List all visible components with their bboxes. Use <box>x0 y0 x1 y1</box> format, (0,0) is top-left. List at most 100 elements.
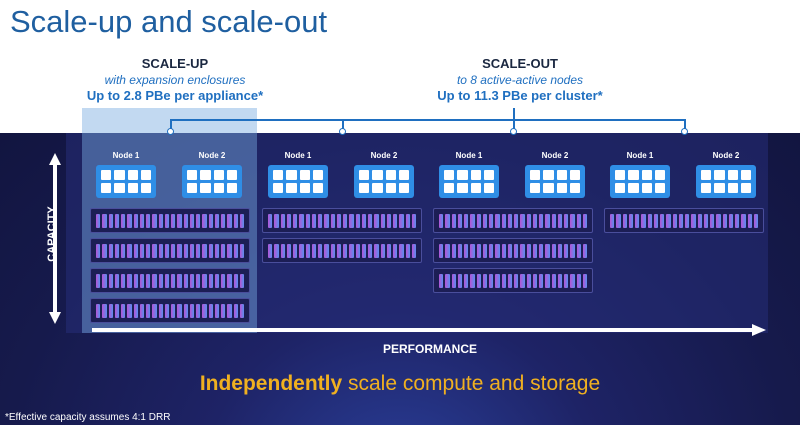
enclosure-drive <box>239 243 244 258</box>
enclosure-drive <box>227 213 232 228</box>
node-label: Node 1 <box>455 151 483 160</box>
node-controller <box>439 165 499 198</box>
enclosure-drive <box>361 243 366 258</box>
enclosure-drive <box>208 273 213 288</box>
enclosure-drive <box>114 243 119 258</box>
enclosure-drive <box>672 213 677 228</box>
drive-slot <box>226 170 237 180</box>
enclosure-drive <box>666 213 671 228</box>
enclosure-drive <box>102 273 107 288</box>
enclosure-drive <box>635 213 640 228</box>
node-controller <box>268 165 328 198</box>
enclosure-drive <box>280 243 285 258</box>
enclosure-drive <box>445 273 450 288</box>
enclosure-drive <box>545 243 550 258</box>
node-controller <box>96 165 156 198</box>
enclosure-drive <box>227 303 232 318</box>
bracket-drop-3 <box>513 119 515 131</box>
enclosure-drive <box>582 273 587 288</box>
enclosure-drive <box>164 243 169 258</box>
enclosure-drive <box>202 273 207 288</box>
drive-slot <box>654 183 665 193</box>
node-label: Node 1 <box>284 151 312 160</box>
enclosure-drive <box>146 213 151 228</box>
scale-out-capacity: Up to 11.3 PBe per cluster* <box>437 88 603 103</box>
enclosure-drive <box>305 213 310 228</box>
enclosure-drive <box>189 213 194 228</box>
enclosure-drive <box>557 273 562 288</box>
enclosure-drive <box>520 273 525 288</box>
enclosure-drive <box>330 213 335 228</box>
expansion-enclosure <box>90 298 250 323</box>
node-label: Node 1 <box>112 151 140 160</box>
drive-slot <box>200 170 211 180</box>
enclosure-drive <box>146 273 151 288</box>
enclosure-drive <box>177 303 182 318</box>
enclosure-drive <box>152 273 157 288</box>
scale-up-heading: SCALE-UP <box>141 56 209 71</box>
enclosure-drive <box>368 213 373 228</box>
enclosure-drive <box>133 213 138 228</box>
enclosure-drive <box>464 243 469 258</box>
enclosure-drive <box>183 273 188 288</box>
enclosure-drive <box>196 213 201 228</box>
enclosure-drive <box>239 213 244 228</box>
enclosure-drive <box>239 303 244 318</box>
enclosure-drive <box>158 303 163 318</box>
enclosure-drive <box>405 213 410 228</box>
drive-slot <box>140 170 151 180</box>
drive-slot <box>140 183 151 193</box>
enclosure-drive <box>570 243 575 258</box>
enclosure-drive <box>221 273 226 288</box>
enclosure-drive <box>514 243 519 258</box>
capacity-arrow-head-down <box>49 312 61 324</box>
enclosure-drive <box>457 213 462 228</box>
drive-slot <box>312 170 323 180</box>
enclosure-drive <box>293 213 298 228</box>
enclosure-drive <box>114 303 119 318</box>
enclosure-drive <box>305 243 310 258</box>
enclosure-drive <box>532 243 537 258</box>
enclosure-drive <box>451 213 456 228</box>
enclosure-drive <box>336 243 341 258</box>
drive-slot <box>569 183 580 193</box>
enclosure-drive <box>221 243 226 258</box>
node-controller <box>610 165 670 198</box>
scale-out-heading: SCALE-OUT <box>482 56 558 71</box>
enclosure-drive <box>735 213 740 228</box>
enclosure-drive <box>445 213 450 228</box>
enclosure-drive <box>539 273 544 288</box>
enclosure-drive <box>470 243 475 258</box>
enclosure-drive <box>564 273 569 288</box>
enclosure-drive <box>545 273 550 288</box>
enclosure-drive <box>710 213 715 228</box>
enclosure-drive <box>96 213 101 228</box>
enclosure-drive <box>146 243 151 258</box>
enclosure-drive <box>286 213 291 228</box>
enclosure-drive <box>324 243 329 258</box>
drive-slot <box>444 183 455 193</box>
enclosure-drive <box>374 213 379 228</box>
bracket-drop-1 <box>170 119 172 131</box>
enclosure-drive <box>464 213 469 228</box>
enclosure-drive <box>564 243 569 258</box>
enclosure-drive <box>177 273 182 288</box>
expansion-enclosure <box>604 208 764 233</box>
enclosure-drive <box>233 273 238 288</box>
enclosure-drive <box>96 303 101 318</box>
enclosure-drive <box>557 213 562 228</box>
enclosure-drive <box>164 303 169 318</box>
enclosure-drive <box>678 213 683 228</box>
drive-slot <box>457 170 468 180</box>
enclosure-drive <box>158 273 163 288</box>
enclosure-drive <box>399 243 404 258</box>
enclosure-drive <box>311 213 316 228</box>
enclosure-drive <box>355 213 360 228</box>
enclosure-drive <box>102 213 107 228</box>
enclosure-drive <box>514 213 519 228</box>
enclosure-drive <box>208 243 213 258</box>
enclosure-drive <box>439 213 444 228</box>
enclosure-drive <box>133 243 138 258</box>
enclosure-drive <box>139 273 144 288</box>
enclosure-drive <box>139 213 144 228</box>
